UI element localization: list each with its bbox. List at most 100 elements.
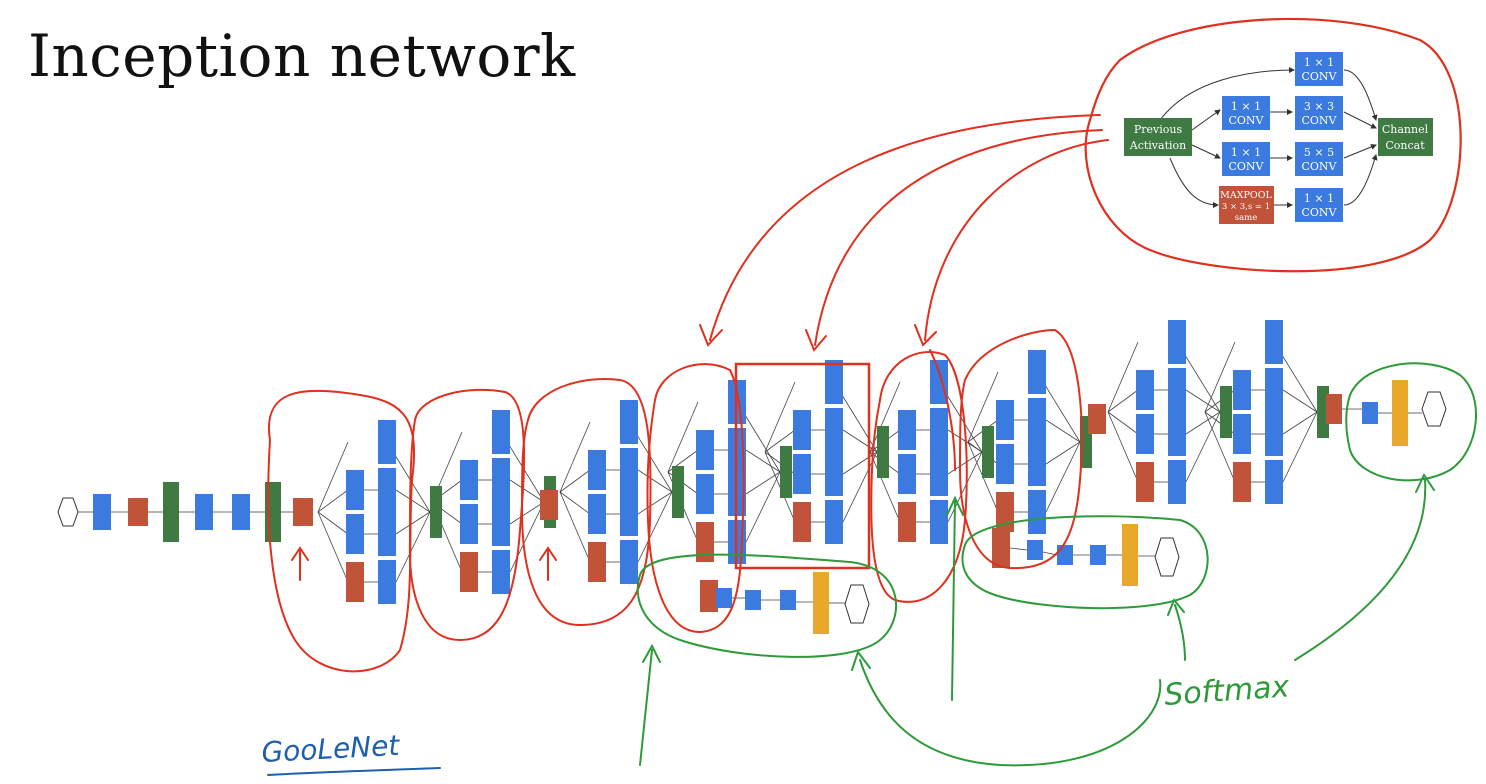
inception-5b-reduce (1233, 414, 1251, 454)
red-arrow-3 (914, 139, 1109, 347)
green-ellipse-side-branch-2 (961, 515, 1209, 610)
inception-5a-reduce (1136, 370, 1154, 410)
svg-text:same: same (1235, 213, 1258, 223)
conv-1x1-top-block: 1 × 1 CONV (1295, 52, 1343, 86)
inception-4a-conv (620, 492, 638, 536)
maxpool-block: MAXPOOL 3 × 3,s = 1 same (1219, 186, 1274, 224)
inception-4a-conv (620, 540, 638, 584)
network-blocks (57, 320, 1447, 634)
inception-5a-conv (1168, 368, 1186, 412)
branch2-fc-2 (1090, 545, 1106, 565)
network-edge (1107, 411, 1139, 435)
green-arrow-to-output (1294, 472, 1435, 661)
red-circle-module-3 (520, 378, 652, 627)
svg-text:CONV: CONV (1301, 70, 1337, 83)
network-edge (317, 511, 349, 535)
channel-concat-block: Channel Concat (1378, 118, 1433, 156)
network-edge (509, 479, 545, 503)
network-edge (764, 429, 796, 453)
inception-4e-conv-1x1 (1028, 350, 1046, 394)
inception-3a-conv (378, 468, 396, 512)
conv-3x3-block: 3 × 3 CONV (1295, 96, 1343, 130)
inception-5b-conv-1x1 (1265, 320, 1283, 364)
network-edge (1185, 411, 1221, 435)
network-connections (78, 341, 1422, 604)
network-edge (947, 451, 983, 523)
inception-5b-conv (1265, 460, 1283, 504)
red-up-arrow-1 (291, 546, 309, 581)
svg-text:Activation: Activation (1129, 139, 1186, 152)
module-red-circle (1084, 17, 1462, 273)
inception-4c-reduce (793, 410, 811, 450)
stem-conv-7x7 (93, 494, 111, 530)
network-edge (559, 491, 591, 515)
inception-4a-reduce (588, 450, 606, 490)
conv-1x1-bottom-block: 1 × 1 CONV (1295, 188, 1343, 222)
stem-maxpool-2 (293, 498, 313, 526)
inception-4d-maxpool (898, 502, 916, 542)
network-edge (1204, 411, 1236, 483)
previous-activation-block: Previous Activation (1124, 118, 1192, 156)
network-edge (1107, 411, 1139, 483)
network-edge (1185, 411, 1221, 483)
inception-3b-maxpool (460, 552, 478, 592)
network-edge (395, 511, 431, 535)
network-edge (559, 491, 591, 563)
branch1-fc-2 (780, 590, 796, 610)
branch1-softmax-output (844, 584, 870, 624)
inception-4c-conv (825, 408, 843, 452)
inception-5a-conv (1168, 460, 1186, 504)
network-edge (667, 401, 699, 473)
stem-localrespnorm (163, 482, 179, 542)
conv-5x5-block: 5 × 5 CONV (1295, 142, 1343, 176)
green-ellipse-side-branch-1 (636, 553, 898, 658)
inception-4a-conv-1x1 (620, 400, 638, 444)
network-edge (745, 471, 781, 495)
green-up-arrow-left (639, 643, 661, 766)
inception-4c-conv-1x1 (825, 360, 843, 404)
network-edge (745, 449, 781, 473)
svg-text:CONV: CONV (1301, 160, 1337, 173)
stem-maxpool (128, 498, 148, 526)
svg-text:MAXPOOL: MAXPOOL (1220, 190, 1272, 201)
module-connectors (1159, 67, 1378, 208)
network-edge (869, 381, 901, 453)
inception-3a-maxpool (346, 562, 364, 602)
green-arrow-to-branch-1 (851, 649, 1162, 767)
googlenet-handwritten-label: GooLeNet (261, 729, 401, 769)
inception-4d-conv (930, 452, 948, 496)
inception-3a-reduce (346, 470, 364, 510)
inception-4c-reduce (793, 454, 811, 494)
inception-3a-conv (378, 560, 396, 604)
maxpool-3 (540, 490, 558, 520)
network-edge (559, 421, 591, 493)
softmax-handwritten-label: Softmax (1163, 669, 1290, 713)
slide-title: Inception network (28, 22, 576, 90)
inception-4c-concat (877, 426, 889, 478)
red-circle-module-4 (646, 363, 745, 634)
inception-5b-reduce (1233, 370, 1251, 410)
avgpool (1326, 394, 1342, 424)
stem-conv-3x3 (232, 494, 250, 530)
network-edge (1107, 341, 1139, 413)
red-box-module-5 (734, 362, 871, 570)
inception-3b-reduce (460, 504, 478, 544)
svg-text:1 × 1: 1 × 1 (1304, 192, 1334, 205)
inception-4b-maxpool (696, 522, 714, 562)
svg-text:Channel: Channel (1382, 123, 1429, 136)
inception-5b-conv (1265, 368, 1283, 412)
network-edge (637, 491, 673, 563)
svg-text:3 × 3: 3 × 3 (1304, 100, 1334, 113)
network-edge (317, 489, 349, 513)
inception-5a-concat (1220, 386, 1232, 438)
green-arrow-to-branch-2 (1167, 598, 1186, 661)
inception-3b-conv (492, 502, 510, 546)
inception-5a-conv (1168, 412, 1186, 456)
network-edge (1282, 389, 1318, 413)
red-arrow-1 (699, 114, 1101, 347)
fc-final (1362, 402, 1378, 424)
inception-3a-conv-1x1 (378, 420, 396, 464)
red-circle-module-1 (267, 389, 416, 673)
branch1-fc-1 (745, 590, 761, 610)
